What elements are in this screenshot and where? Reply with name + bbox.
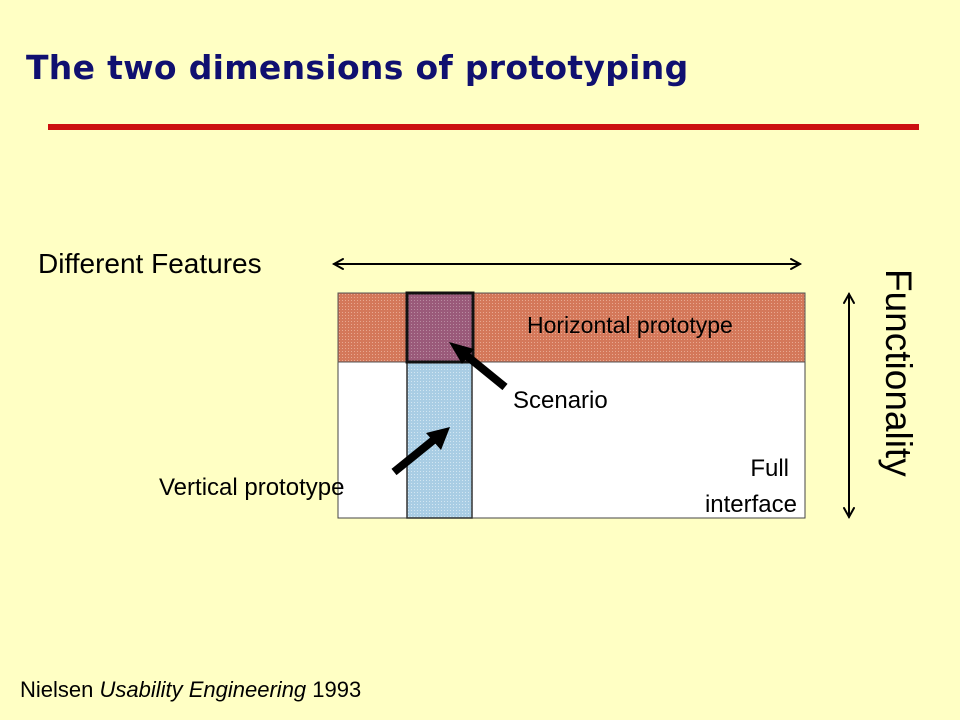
horizontal-prototype-label: Horizontal prototype [527,312,733,338]
scenario-pointer-arrow [449,342,508,391]
y-axis-arrow [843,291,855,520]
x-axis-arrow [331,258,803,270]
x-axis-label: Different Features [38,248,262,279]
y-axis-label: Functionality [878,269,919,477]
scenario-label: Scenario [513,387,608,414]
citation-book: Usability Engineering [99,677,307,702]
full-interface-label-line2: interface [705,491,797,518]
citation: Nielsen Usability Engineering 1993 [20,677,361,703]
citation-year: 1993 [312,677,362,702]
slide-title: The two dimensions of prototyping [26,48,689,87]
title-divider [48,124,919,130]
full-interface-label-line1: Full [750,455,789,482]
vertical-pointer-arrow [391,427,450,476]
citation-author: Nielsen [20,677,94,702]
vertical-prototype-label: Vertical prototype [159,474,344,501]
